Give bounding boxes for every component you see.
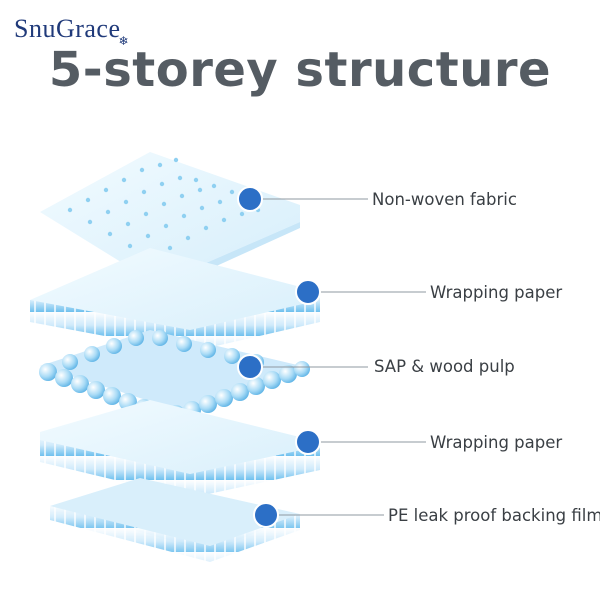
marker-dot-5 [254,503,278,527]
layer-label-1: Non-woven fabric [372,190,517,209]
layer-label-4: Wrapping paper [430,433,562,452]
layer-label-5: PE leak proof backing film [388,506,600,525]
marker-dot-2 [296,280,320,304]
marker-dot-3 [238,355,262,379]
layer-wrapping-paper-2 [40,400,320,498]
marker-dot-4 [296,430,320,454]
layer-label-3: SAP & wood pulp [374,357,515,376]
layer-label-2: Wrapping paper [430,283,562,302]
marker-dot-1 [238,187,262,211]
